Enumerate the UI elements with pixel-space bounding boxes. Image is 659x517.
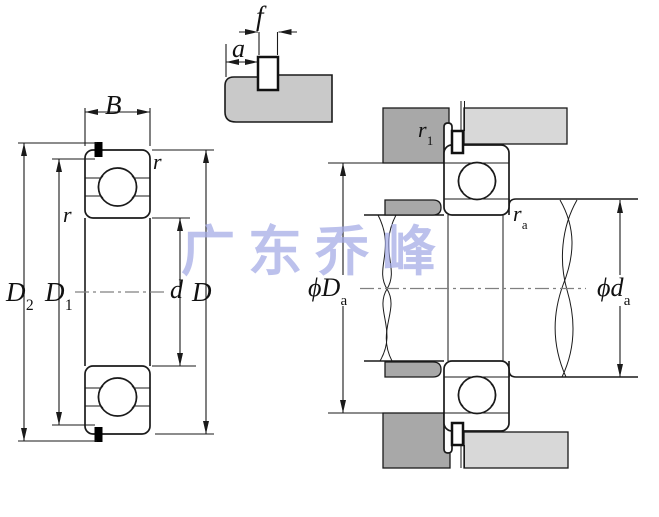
ball-top: [97, 167, 138, 207]
label-shaft-abutment-diameter: ϕda: [596, 273, 632, 309]
dimension-a: [225, 44, 258, 77]
mounted-ball-bottom: [457, 375, 497, 415]
label-housing-abutment-diameter: ϕDa: [307, 273, 348, 309]
label-chamfer-side: r: [63, 202, 72, 227]
bearing-cross-section: [18, 108, 214, 442]
mounted-bearing-section: [328, 101, 638, 469]
housing-shoulder-top: [382, 107, 450, 164]
label-bore-diameter: d: [170, 275, 183, 304]
label-snap-ring-od: D2: [6, 277, 34, 315]
label-chamfer-snap-side: r1: [418, 117, 434, 148]
snap-ring-groove-detail: [224, 29, 333, 123]
snap-ring-top: [94, 142, 103, 157]
dimension-D2: [18, 142, 97, 442]
label-groove-position: a: [232, 34, 245, 63]
shaft-abutment-bottom: [384, 361, 442, 378]
dimension-B: [84, 108, 151, 146]
label-chamfer-top: r: [153, 149, 162, 174]
label-shaft-fillet: ra: [513, 201, 528, 232]
housing-bore-top: [463, 107, 568, 145]
mounted-ball-top: [457, 161, 497, 201]
dimension-D: [152, 149, 214, 435]
housing-bore-bottom: [463, 431, 569, 469]
label-outside-diameter: D: [192, 277, 212, 307]
label-groove-width: f: [256, 1, 264, 31]
dimension-f: [239, 29, 297, 55]
mounted-snap-ring-bottom: [450, 421, 465, 447]
shaft-abutment-top: [384, 199, 442, 216]
snap-ring-bottom: [94, 427, 103, 442]
snap-ring-in-groove: [256, 55, 280, 92]
ball-bottom: [97, 377, 138, 417]
label-groove-diameter: D1: [45, 277, 73, 315]
mounted-snap-ring-top: [450, 129, 465, 155]
dimension-D1: [52, 158, 95, 426]
dimension-d: [152, 217, 196, 367]
label-bearing-width: B: [105, 90, 122, 120]
housing-shoulder-bottom: [382, 412, 451, 469]
